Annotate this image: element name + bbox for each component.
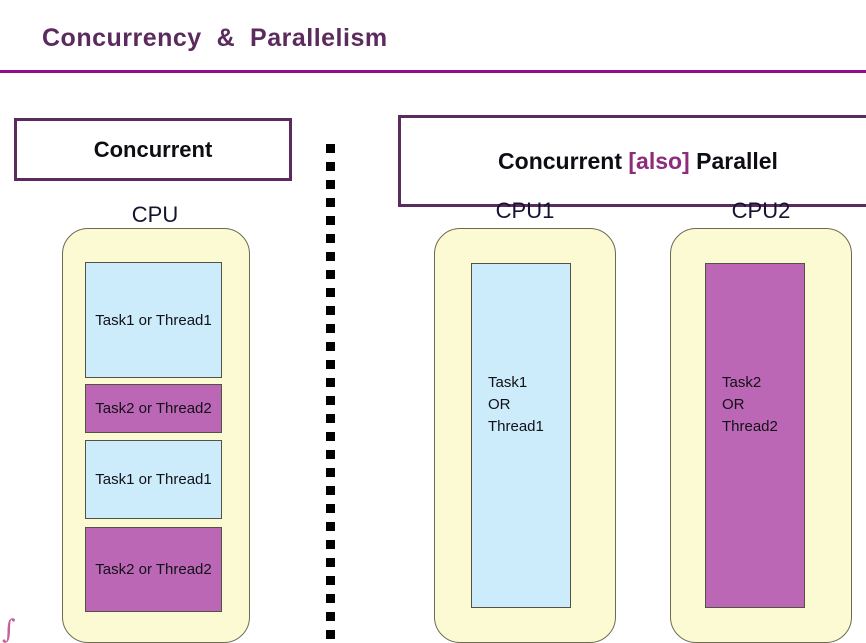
divider-dot <box>326 468 335 477</box>
divider-dot <box>326 180 335 189</box>
divider-dot <box>326 630 335 639</box>
divider-dot <box>326 234 335 243</box>
divider-dot <box>326 270 335 279</box>
page-title: Concurrency & Parallelism <box>42 24 388 52</box>
cpu-label-cpu1: CPU1 <box>495 198 555 223</box>
divider-dot <box>326 360 335 369</box>
title-divider-rule <box>0 70 866 73</box>
divider-dot <box>326 216 335 225</box>
divider-dot <box>326 252 335 261</box>
corner-decoration-icon: ∫ <box>2 617 16 643</box>
task-block-cpu1: Task1 OR Thread1 <box>471 263 571 608</box>
divider-dot <box>326 198 335 207</box>
divider-dot <box>326 162 335 171</box>
header-part-concurrent: Concurrent <box>498 147 629 174</box>
task-block-cpu2: Task2 OR Thread2 <box>705 263 805 608</box>
divider-dot <box>326 486 335 495</box>
dotted-divider <box>326 144 335 643</box>
header-part-parallel: Parallel <box>689 147 778 174</box>
divider-dot <box>326 306 335 315</box>
concurrent-header-box: Concurrent <box>14 118 292 181</box>
divider-dot <box>326 324 335 333</box>
divider-dot <box>326 504 335 513</box>
divider-dot <box>326 396 335 405</box>
divider-dot <box>326 612 335 621</box>
cpu-label-left: CPU <box>131 202 179 227</box>
divider-dot <box>326 288 335 297</box>
cpu-label-cpu2: CPU2 <box>731 198 791 223</box>
concurrent-parallel-header-label: Concurrent [also] Parallel <box>498 148 778 175</box>
divider-dot <box>326 594 335 603</box>
concurrent-header-label: Concurrent <box>93 136 213 162</box>
divider-dot <box>326 414 335 423</box>
task-block-left-3: Task1 or Thread1 <box>85 440 222 519</box>
divider-dot <box>326 378 335 387</box>
header-part-also: [also] <box>628 147 690 174</box>
task-block-left-2: Task2 or Thread2 <box>85 384 222 433</box>
divider-dot <box>326 450 335 459</box>
divider-dot <box>326 558 335 567</box>
task-block-left-4: Task2 or Thread2 <box>85 527 222 612</box>
divider-dot <box>326 576 335 585</box>
divider-dot <box>326 342 335 351</box>
task-block-left-1: Task1 or Thread1 <box>85 262 222 378</box>
divider-dot <box>326 144 335 153</box>
divider-dot <box>326 432 335 441</box>
concurrent-parallel-header-box: Concurrent [also] Parallel <box>398 115 866 207</box>
divider-dot <box>326 522 335 531</box>
divider-dot <box>326 540 335 549</box>
